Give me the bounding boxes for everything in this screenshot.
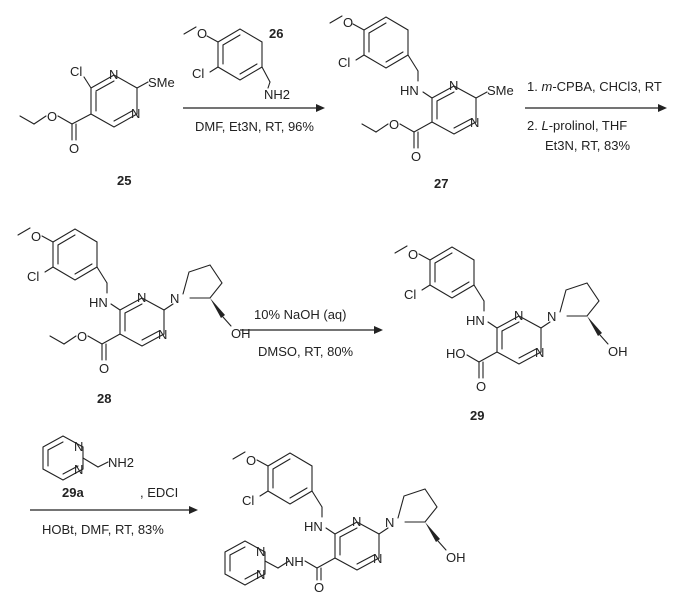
product-pyrimidinyl-n2-label: N [256, 567, 265, 582]
c27-sme-label: SMe [487, 83, 514, 98]
c29-number: 29 [470, 408, 484, 423]
step1-conditions: DMF, Et3N, RT, 96% [195, 119, 314, 134]
c29-oh-label: OH [608, 344, 628, 359]
product-n-top-label: N [352, 514, 361, 529]
c27-ester-o-label: O [389, 117, 399, 132]
c25-ester-o-label: O [47, 109, 57, 124]
c28-carbonyl-o-label: O [99, 361, 109, 376]
c26-o-label: O [197, 26, 207, 41]
step2-conditions-line2: 2. L-prolinol, THF [527, 118, 627, 133]
c25-sme-label: SMe [148, 75, 175, 90]
c29-cl-label: Cl [404, 287, 416, 302]
step4-conditions-above: , EDCI [140, 485, 178, 500]
c27-cl-label: Cl [338, 55, 350, 70]
step3-conditions-above: 10% NaOH (aq) [254, 307, 346, 322]
c29-ho-label: HO [446, 346, 466, 361]
c27-n-top-label: N [449, 78, 458, 93]
product-hn-label: HN [304, 519, 323, 534]
product-n-pyrrolidine-label: N [385, 515, 394, 530]
c28-o-label: O [31, 229, 41, 244]
product-o-label: O [246, 453, 256, 468]
c27-n-ring-label: N [470, 115, 479, 130]
c25-number: 25 [117, 173, 131, 188]
c28-cl-label: Cl [27, 269, 39, 284]
step4-conditions-below: HOBt, DMF, RT, 83% [42, 522, 164, 537]
arrow-step-3 [240, 326, 383, 334]
compound-28: O Cl HN N N N OH O O 28 [17, 227, 251, 406]
c29a-number: 29a [62, 485, 84, 500]
compound-27: O Cl HN N SMe N O O 27 [329, 15, 514, 191]
product-pyrimidinyl-n1-label: N [256, 544, 265, 559]
c27-o-label: O [343, 15, 353, 30]
c28-n-top-label: N [137, 290, 146, 305]
product-n-ring-label: N [373, 551, 382, 566]
c25-n-ring-label: N [131, 106, 140, 121]
step2-conditions-line3: Et3N, RT, 83% [545, 138, 630, 153]
c29-n-top-label: N [514, 308, 523, 323]
c26-nh2-label: NH2 [264, 87, 290, 102]
c29a-n2-label: N [74, 462, 83, 477]
c28-oh-label: OH [231, 326, 251, 341]
c25-cl-label: Cl [70, 64, 82, 79]
compound-25: Cl N SMe N O O 25 [19, 64, 175, 188]
c26-cl-label: Cl [192, 66, 204, 81]
c29-n-pyrrolidine-label: N [547, 309, 556, 324]
arrow-step-4 [30, 506, 198, 514]
c28-n-pyrrolidine-label: N [170, 291, 179, 306]
compound-29: O Cl HN N N N OH HO O 29 [394, 245, 628, 423]
step3-conditions-below: DMSO, RT, 80% [258, 344, 354, 359]
c28-number: 28 [97, 391, 111, 406]
c25-n-top-label: N [109, 67, 118, 82]
c27-carbonyl-o-label: O [411, 149, 421, 164]
c28-ester-o-label: O [77, 329, 87, 344]
product-compound: O Cl HN N N N OH NH N N O [224, 451, 466, 595]
c29-o-label: O [408, 247, 418, 262]
c29-carbonyl-o-label: O [476, 379, 486, 394]
product-oh-label: OH [446, 550, 466, 565]
c28-hn-label: HN [89, 295, 108, 310]
product-cl-label: Cl [242, 493, 254, 508]
product-amide-n-label: NH [285, 554, 304, 569]
arrow-step-2 [525, 104, 667, 112]
c25-carbonyl-o-label: O [69, 141, 79, 156]
c28-n-ring-label: N [158, 327, 167, 342]
product-carbonyl-o-label: O [314, 580, 324, 595]
c29-hn-label: HN [466, 313, 485, 328]
c27-number: 27 [434, 176, 448, 191]
c27-hn-label: HN [400, 83, 419, 98]
c29a-n1-label: N [74, 439, 83, 454]
step2-conditions-line1: 1. m-CPBA, CHCl3, RT [527, 79, 662, 94]
c29a-nh2-label: NH2 [108, 455, 134, 470]
reagent-26: O Cl NH2 26 [183, 26, 290, 102]
c29-n-ring-label: N [535, 345, 544, 360]
reagent-29a: N N NH2 29a [42, 435, 134, 500]
c26-number: 26 [269, 26, 283, 41]
arrow-step-1 [183, 104, 325, 112]
